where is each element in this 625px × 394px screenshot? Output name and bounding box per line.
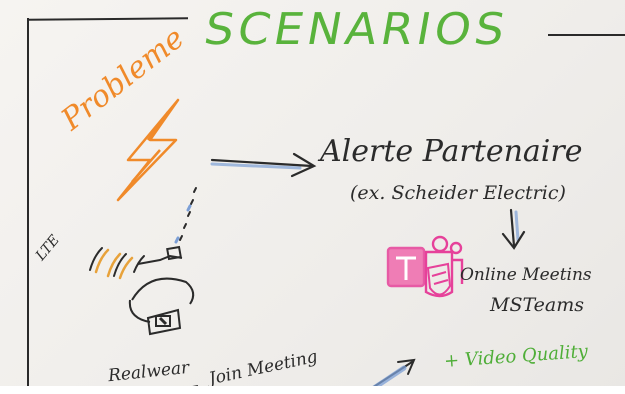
online-meeting-label: Online Meetins (460, 265, 592, 285)
scenarios-title: SCENARIOS (200, 3, 513, 55)
headset-sketch-icon (128, 245, 195, 336)
right-arrow-icon (210, 152, 317, 178)
alerte-partenaire-label: Alerte Partenaire (320, 134, 583, 169)
signal-dots-icon (179, 187, 197, 241)
frame-top-right-line (548, 34, 625, 36)
down-arrow-icon (501, 208, 526, 250)
teams-logo-icon (386, 235, 464, 298)
msteams-label: MSTeams (490, 294, 585, 316)
alerte-example-label: (ex. Scheider Electric) (350, 182, 566, 204)
wireless-waves-icon (94, 248, 134, 280)
bottom-strip (0, 386, 625, 394)
frame-left-line (27, 18, 29, 394)
signal-dots-blue (174, 204, 192, 244)
wireless-waves-dark (89, 247, 145, 277)
lightning-bolt-icon (116, 98, 180, 202)
shield-icon (426, 262, 452, 296)
